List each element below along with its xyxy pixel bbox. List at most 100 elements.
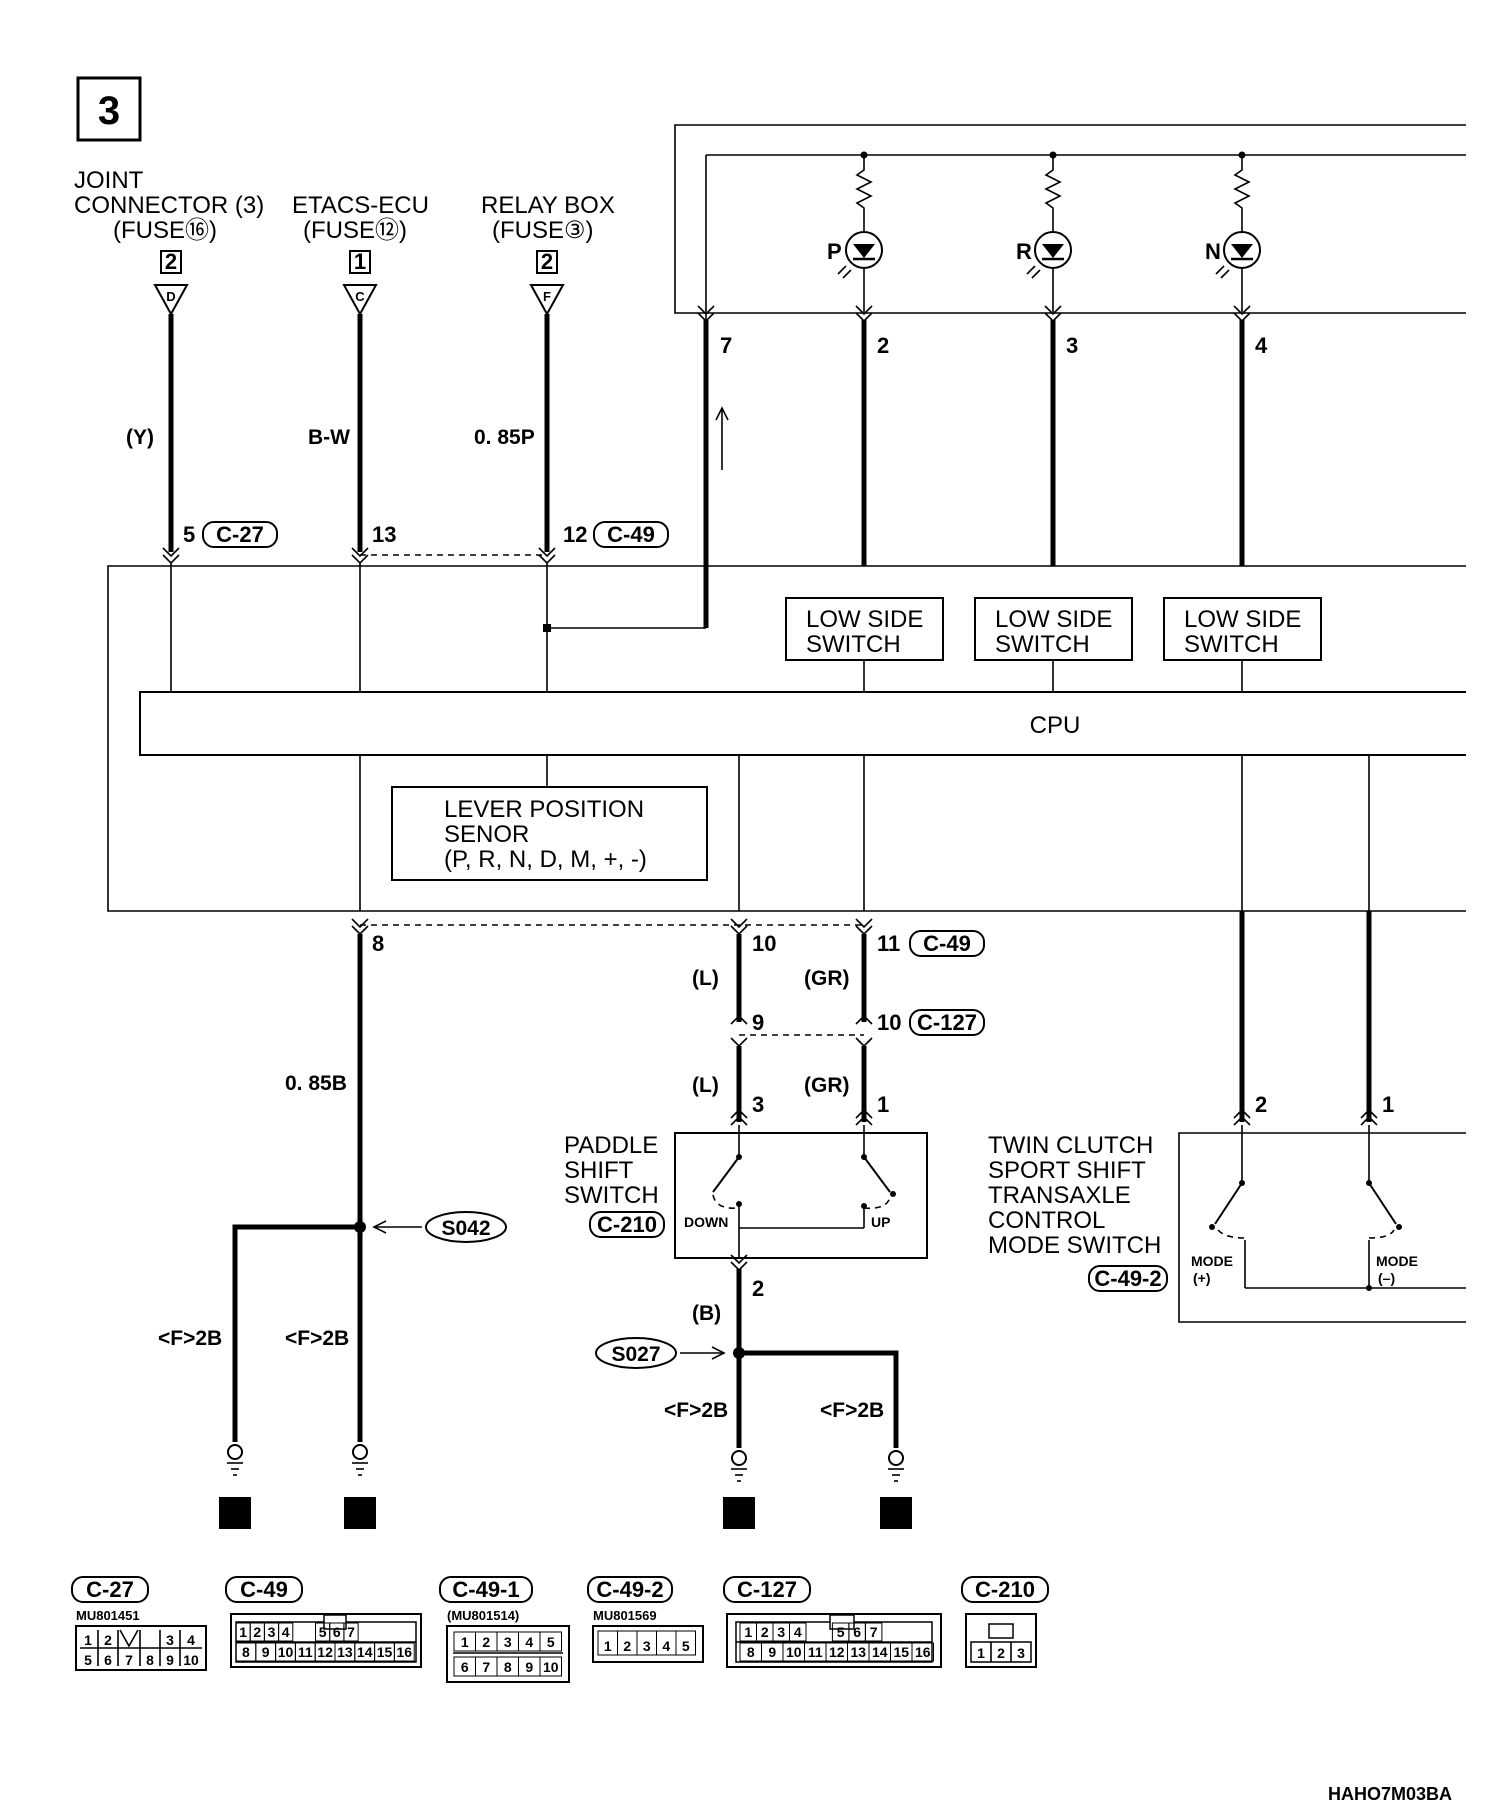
control-unit: LOW SIDE SWITCH LOW SIDE SWITCH LOW SIDE… xyxy=(107,563,1466,912)
ground-4: 4 xyxy=(723,1450,755,1529)
section-number: 3 xyxy=(98,89,120,133)
pin-3: 3 xyxy=(752,1092,764,1117)
indicator-p: P 2 xyxy=(827,151,889,566)
source-1-line-3: (FUSE⑯) xyxy=(113,217,217,244)
cv-c210-r1-1: 2 xyxy=(997,1645,1005,1661)
cv-pin-C-49-1-r1-1: 2 xyxy=(482,1634,490,1650)
cv-pin-C-127-r1-3: 4 xyxy=(794,1624,802,1640)
mode-connector: C-49-2 xyxy=(1094,1266,1161,1291)
cv-c27-r2-1: 6 xyxy=(104,1652,112,1668)
connector-c127: C-127 xyxy=(917,1010,977,1035)
connector-view-c49-2: C-49-2 MU801569 xyxy=(587,1576,704,1663)
cv-pin-C-49-r2-3: 11 xyxy=(298,1644,313,1660)
cv-pin-C-49-2-r1-2: 3 xyxy=(643,1638,651,1654)
source-1-connector-tag xyxy=(202,521,278,548)
cv-pin-C-49-r1-7-cell xyxy=(343,1622,359,1642)
cv-c49-1-name: C-49-1 xyxy=(452,1577,519,1602)
low-side-switch-r-line-2: SWITCH xyxy=(995,631,1090,658)
resistor-p xyxy=(855,155,873,232)
cv-pin-C-127-r2-6: 14 xyxy=(872,1644,888,1660)
wire-gr-2: (GR) xyxy=(804,1074,850,1097)
cv-pin-C-127-r1-5: 5 xyxy=(837,1624,845,1640)
cv-pin-C-49-2-r1-4-cell xyxy=(675,1630,696,1656)
cv-c210-r1-2: 3 xyxy=(1017,1645,1025,1661)
lever-sensor-line-1: LEVER POSITION xyxy=(444,796,644,823)
cv-pin-C-127-r2-3: 11 xyxy=(808,1644,823,1660)
cv-c27-name: C-27 xyxy=(86,1577,134,1602)
indicator-r-letter: R xyxy=(1016,239,1032,264)
cv-c27-r2-4: 9 xyxy=(166,1652,174,1668)
low-side-switch-n xyxy=(1163,597,1322,661)
mode-pin-2: 2 xyxy=(1255,1092,1267,1117)
cv-pin-C-49-r1-0: 1 xyxy=(239,1624,247,1640)
paddle-switch-box xyxy=(674,1132,928,1259)
cv-pin-C-49-r1-1: 2 xyxy=(253,1624,261,1640)
indicator-n-letter: N xyxy=(1205,239,1221,264)
cv-pin-C-127-r1-6: 6 xyxy=(853,1624,861,1640)
cv-c27-r1-1: 2 xyxy=(104,1632,112,1648)
connector-c49-lower: C-49 xyxy=(923,931,971,956)
source-2-pin: 13 xyxy=(372,522,396,547)
ground-15-wire: <F>2B xyxy=(820,1399,884,1422)
pin-10: 10 xyxy=(752,931,776,956)
cv-pin-C-127-r2-5: 13 xyxy=(850,1644,866,1660)
splice-s042-tag xyxy=(425,1211,507,1243)
paddle-connector-tag xyxy=(589,1211,665,1238)
source-relay-box: RELAY BOX (FUSE③) 2 F 0. 85P 12 C-49 xyxy=(474,192,669,552)
pin-10-c127: 10 xyxy=(877,1010,901,1035)
ground-13-wire: <F>2B xyxy=(285,1327,349,1350)
cv-c27-r2-2: 7 xyxy=(125,1652,133,1668)
pin-2-paddle: 2 xyxy=(752,1276,764,1301)
mode-switch-line-4: CONTROL xyxy=(988,1207,1105,1234)
cv-pin-C-127-r2-0: 8 xyxy=(747,1644,755,1660)
cv-pin-C-127-r2-4: 12 xyxy=(829,1644,845,1660)
mode-switch-line-5: MODE SWITCH xyxy=(988,1232,1161,1259)
cv-pin-C-49-1-r2-4: 10 xyxy=(543,1659,559,1675)
low-side-switch-p-line-2: SWITCH xyxy=(806,631,901,658)
cv-c127-name: C-127 xyxy=(737,1577,797,1602)
source-2-line-2: (FUSE⑫) xyxy=(303,217,407,244)
cv-pin-C-127-r2-8: 16 xyxy=(915,1644,931,1660)
cv-pin-C-49-1-r1-4: 5 xyxy=(547,1634,555,1650)
wire-085b: 0. 85B xyxy=(285,1072,347,1095)
cv-pin-C-49-1-r1-2: 3 xyxy=(504,1634,512,1650)
source-1-terminal-box xyxy=(160,250,182,274)
cv-pin-C-49-r1-2: 3 xyxy=(268,1624,276,1640)
source-2-wire-color: B-W xyxy=(308,426,350,449)
source-2-terminal-box xyxy=(349,250,371,274)
cv-c49-2-part: MU801569 xyxy=(593,1608,657,1623)
cv-pin-C-49-1-r2-0: 6 xyxy=(461,1659,469,1675)
source-1-connector-arrow xyxy=(153,284,189,317)
connector-view-c49-1: C-49-1 (MU801514) xyxy=(439,1576,570,1683)
cv-pin-C-49-2-r1-4: 5 xyxy=(682,1638,690,1654)
paddle-connector: C-210 xyxy=(597,1212,657,1237)
cv-pin-C-49-r1-5: 5 xyxy=(319,1624,327,1640)
source-2-connector-letter: C xyxy=(355,289,365,304)
mode-minus-label: MODE xyxy=(1376,1253,1418,1269)
indicator-p-letter: P xyxy=(827,239,842,264)
paddle-switch-line-3: SWITCH xyxy=(564,1182,659,1209)
cv-pin-C-49-1-r1-4-cell xyxy=(539,1631,562,1652)
mode-minus-sign: (–) xyxy=(1378,1270,1395,1286)
cv-c27-part: MU801451 xyxy=(76,1608,140,1623)
cv-pin-C-127-r2-7: 15 xyxy=(893,1644,909,1660)
ground-4-number: 4 xyxy=(731,1498,747,1529)
resistor-r xyxy=(1044,155,1062,232)
mode-switch-line-3: TRANSAXLE xyxy=(988,1182,1131,1209)
source-joint-connector: JOINT CONNECTOR (3) (FUSE⑯) 2 D (Y) 5 C-… xyxy=(74,167,278,552)
connector-view-c27: C-27 MU801451 1 2 3 4 5 6 7 8 9 10 xyxy=(71,1576,207,1671)
cv-pin-C-49-2-r1-0: 1 xyxy=(604,1638,612,1654)
cv-pin-C-49-r2-8-cell xyxy=(393,1642,415,1662)
cv-pin-C-49-r2-6: 14 xyxy=(357,1644,373,1660)
source-2-connector-arrow xyxy=(342,284,378,317)
lever-sensor-line-3: (P, R, N, D, M, +, -) xyxy=(444,846,647,873)
paddle-switch-line-2: SHIFT xyxy=(564,1157,634,1184)
cv-pin-C-49-1-r2-3: 9 xyxy=(525,1659,533,1675)
wire-gr-1: (GR) xyxy=(804,967,850,990)
ground-13: 13 xyxy=(344,1444,376,1529)
source-1-pin: 5 xyxy=(183,522,195,547)
source-3-pin: 12 xyxy=(563,522,587,547)
cv-pin-C-49-r2-7: 15 xyxy=(377,1644,393,1660)
cv-pin-C-49-1-r2-2: 8 xyxy=(504,1659,512,1675)
